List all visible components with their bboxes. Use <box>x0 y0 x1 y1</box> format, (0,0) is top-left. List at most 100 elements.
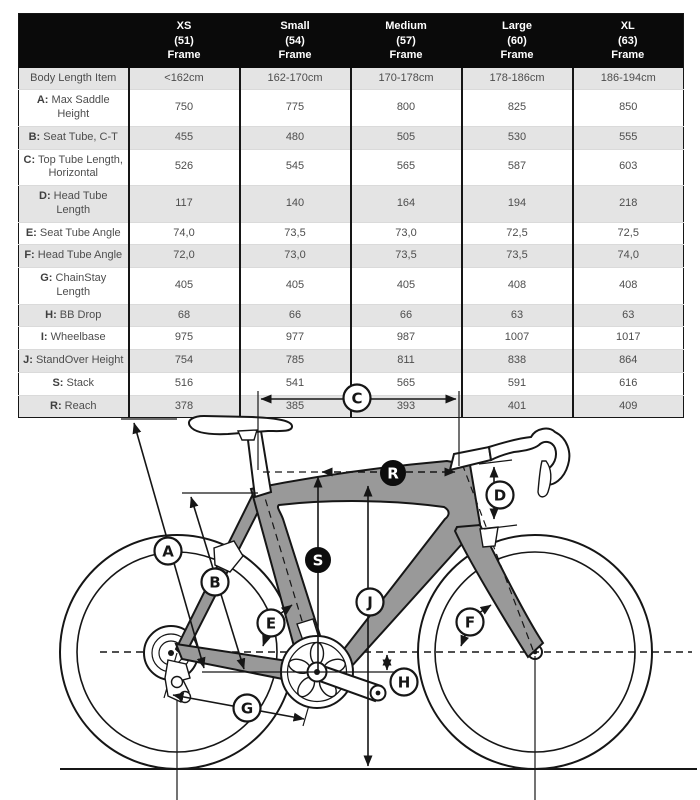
value-cell: 555 <box>571 125 684 150</box>
dim-label-A: A <box>153 536 183 566</box>
value-cell: 505 <box>349 125 462 150</box>
svg-text:S: S <box>313 552 324 570</box>
value-cell: 408 <box>571 267 684 305</box>
svg-text:B: B <box>209 574 220 592</box>
saddle <box>188 414 293 441</box>
size-column-header-medium: Medium(57)Frame <box>350 13 462 68</box>
dim-label-R: R <box>380 460 406 486</box>
dim-label-G: G <box>232 693 262 723</box>
row-label: D: Head Tube Length <box>18 185 129 223</box>
value-cell: <162cm <box>127 67 240 90</box>
fork <box>453 523 545 659</box>
row-label: F: Head Tube Angle <box>18 244 129 268</box>
row-label: H: BB Drop <box>18 303 129 327</box>
value-cell: 975 <box>127 326 240 350</box>
size-column-header-small: Small(54)Frame <box>239 13 351 68</box>
row-label: J: StandOver Height <box>18 349 129 373</box>
row-label: R: Reach <box>18 394 129 418</box>
value-cell: 72,5 <box>460 221 573 245</box>
value-cell: 72,5 <box>571 221 684 245</box>
row-label: E: Seat Tube Angle <box>18 221 129 245</box>
value-cell: 1017 <box>571 326 684 350</box>
value-cell: 825 <box>460 89 573 127</box>
value-cell: 408 <box>460 267 573 305</box>
value-cell: 838 <box>460 349 573 373</box>
value-cell: 162-170cm <box>238 67 351 90</box>
value-cell: 73,5 <box>238 221 351 245</box>
value-cell: 587 <box>460 148 573 186</box>
svg-text:J: J <box>366 594 373 612</box>
value-cell: 811 <box>349 349 462 373</box>
value-cell: 864 <box>571 349 684 373</box>
dim-label-H: H <box>389 667 419 697</box>
value-cell: 455 <box>127 125 240 150</box>
value-cell: 541 <box>238 371 351 396</box>
value-cell: 74,0 <box>127 221 240 245</box>
value-cell: 1007 <box>460 326 573 350</box>
value-cell: 140 <box>238 185 351 223</box>
value-cell: 754 <box>127 349 240 373</box>
value-cell: 74,0 <box>571 244 684 268</box>
svg-text:F: F <box>465 614 475 632</box>
value-cell: 750 <box>127 89 240 127</box>
value-cell: 194 <box>460 185 573 223</box>
value-cell: 987 <box>349 326 462 350</box>
svg-text:C: C <box>351 390 362 408</box>
value-cell: 218 <box>571 185 684 223</box>
value-cell: 164 <box>349 185 462 223</box>
value-cell: 66 <box>349 303 462 327</box>
row-label: B: Seat Tube, C-T <box>18 125 129 150</box>
svg-text:R: R <box>387 465 399 483</box>
dimension-labels: A B C D E F G H J S R <box>153 383 515 723</box>
size-column-header-large: Large(60)Frame <box>461 13 573 68</box>
row-label: I: Wheelbase <box>18 326 129 350</box>
value-cell: 850 <box>571 89 684 127</box>
dim-label-F: F <box>455 607 485 637</box>
size-column-header-xs: XS(51)Frame <box>128 13 240 68</box>
svg-text:A: A <box>162 543 174 561</box>
svg-text:D: D <box>494 487 506 505</box>
value-cell: 170-178cm <box>349 67 462 90</box>
value-cell: 117 <box>127 185 240 223</box>
front-brake <box>479 526 499 548</box>
value-cell: 63 <box>571 303 684 327</box>
value-cell: 68 <box>127 303 240 327</box>
dim-label-S: S <box>305 547 331 573</box>
row-label: A: Max Saddle Height <box>18 89 129 127</box>
value-cell: 545 <box>238 148 351 186</box>
handlebar <box>448 427 571 498</box>
bike-geometry-diagram: A B C D E F G H J S R <box>0 360 700 800</box>
value-cell: 73,5 <box>460 244 573 268</box>
value-cell: 516 <box>127 371 240 396</box>
value-cell: 178-186cm <box>460 67 573 90</box>
reference-lines <box>121 391 518 673</box>
seatpost <box>245 429 273 499</box>
svg-text:G: G <box>241 700 253 718</box>
value-cell: 378 <box>127 394 240 418</box>
value-cell: 785 <box>238 349 351 373</box>
row-label: G: ChainStay Length <box>18 267 129 305</box>
svg-text:H: H <box>398 674 411 692</box>
value-cell: 565 <box>349 371 462 396</box>
value-cell: 977 <box>238 326 351 350</box>
value-cell: 73,0 <box>238 244 351 268</box>
row-label: Body Length Item <box>18 67 129 90</box>
dim-label-J: J <box>355 587 385 617</box>
value-cell: 530 <box>460 125 573 150</box>
corner-header-cell <box>18 13 129 68</box>
dim-label-E: E <box>256 608 286 638</box>
value-cell: 775 <box>238 89 351 127</box>
dim-F-to-steerer <box>478 604 492 615</box>
dim-label-D: D <box>485 480 515 510</box>
value-cell: 72,0 <box>127 244 240 268</box>
